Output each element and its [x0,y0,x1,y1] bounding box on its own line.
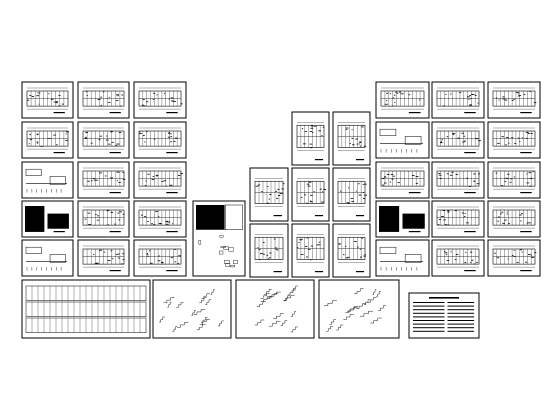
drawing-sheet [291,111,330,166]
drawing-sheet [133,161,187,199]
drawing-sheet [487,81,541,119]
drawing-sheet [21,239,74,277]
drawing-sheet [487,200,541,238]
drawing-sheet [21,121,74,159]
drawing-sheet [133,81,187,119]
drawing-sheet [77,239,130,277]
drawing-sheet [21,81,74,119]
drawing-sheet [235,279,315,339]
drawing-sheet [332,167,371,222]
drawing-sheet [487,239,541,277]
drawing-sheet [133,239,187,277]
drawing-sheet [318,279,400,339]
drawing-sheet [249,223,289,278]
drawing-sheet [375,81,430,119]
drawing-sheet [332,111,371,166]
drawing-sheet [431,121,485,159]
drawing-sheet [375,121,430,159]
drawing-sheet [291,223,330,278]
drawing-sheet [487,161,541,199]
drawing-sheet [375,239,430,277]
drawing-sheet [21,200,74,238]
drawing-sheet [375,200,430,238]
drawing-sheet [487,121,541,159]
drawing-sheet [77,200,130,238]
drawing-sheet [431,200,485,238]
drawing-sheet [77,161,130,199]
drawing-sheet [249,167,289,222]
drawing-sheet [77,81,130,119]
drawing-sheet [408,292,480,339]
drawing-sheet [431,161,485,199]
drawing-sheet [77,121,130,159]
drawing-sheet [21,279,151,339]
drawing-sheet [152,279,232,339]
drawing-sheet [431,239,485,277]
drawing-sheet [431,81,485,119]
drawing-sheet [332,223,371,278]
drawing-sheet [133,121,187,159]
drawing-sheet [133,200,187,238]
drawing-sheet [192,200,246,277]
drawing-sheet [291,167,330,222]
drawing-sheet [21,161,74,199]
drawing-sheet [375,161,430,199]
